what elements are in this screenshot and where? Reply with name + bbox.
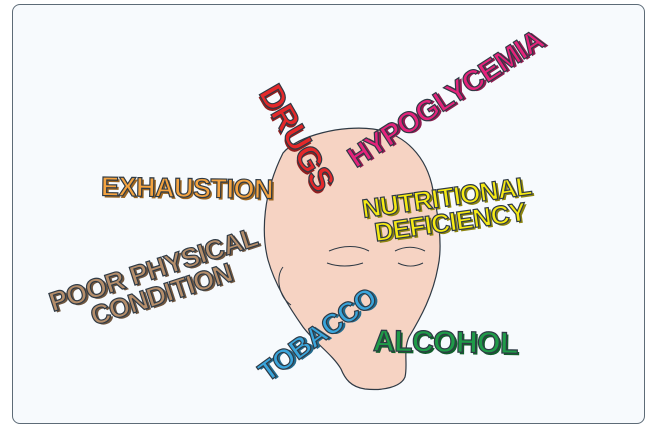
right-eyebrow bbox=[394, 246, 426, 252]
left-eye-line bbox=[326, 262, 364, 267]
diagram-frame: DRUGS HYPOGLYCEMIA EXHAUSTION NUTRITIONA… bbox=[12, 4, 645, 424]
ear bbox=[278, 266, 292, 306]
factor-alcohol: ALCOHOL bbox=[372, 324, 519, 361]
head-illustration bbox=[263, 127, 441, 391]
factor-exhaustion: EXHAUSTION bbox=[100, 171, 274, 205]
left-eyebrow bbox=[328, 246, 370, 252]
right-eye-line bbox=[397, 262, 424, 267]
